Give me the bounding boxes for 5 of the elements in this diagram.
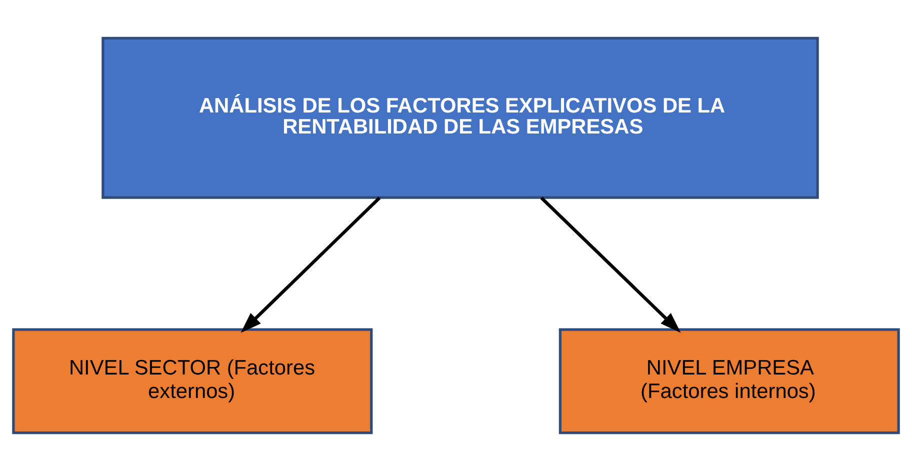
- arrow: [540, 196, 681, 332]
- node-box: NIVEL SECTOR (Factores externos): [12, 328, 373, 434]
- arrow: [240, 196, 381, 332]
- node-box: ANÁLISIS DE LOS FACTORES EXPLICATIVOS DE LA RENTABILIDAD DE LAS EMPRESAS: [102, 36, 819, 198]
- node-box: NIVEL EMPRESA (Factores internos): [558, 328, 900, 434]
